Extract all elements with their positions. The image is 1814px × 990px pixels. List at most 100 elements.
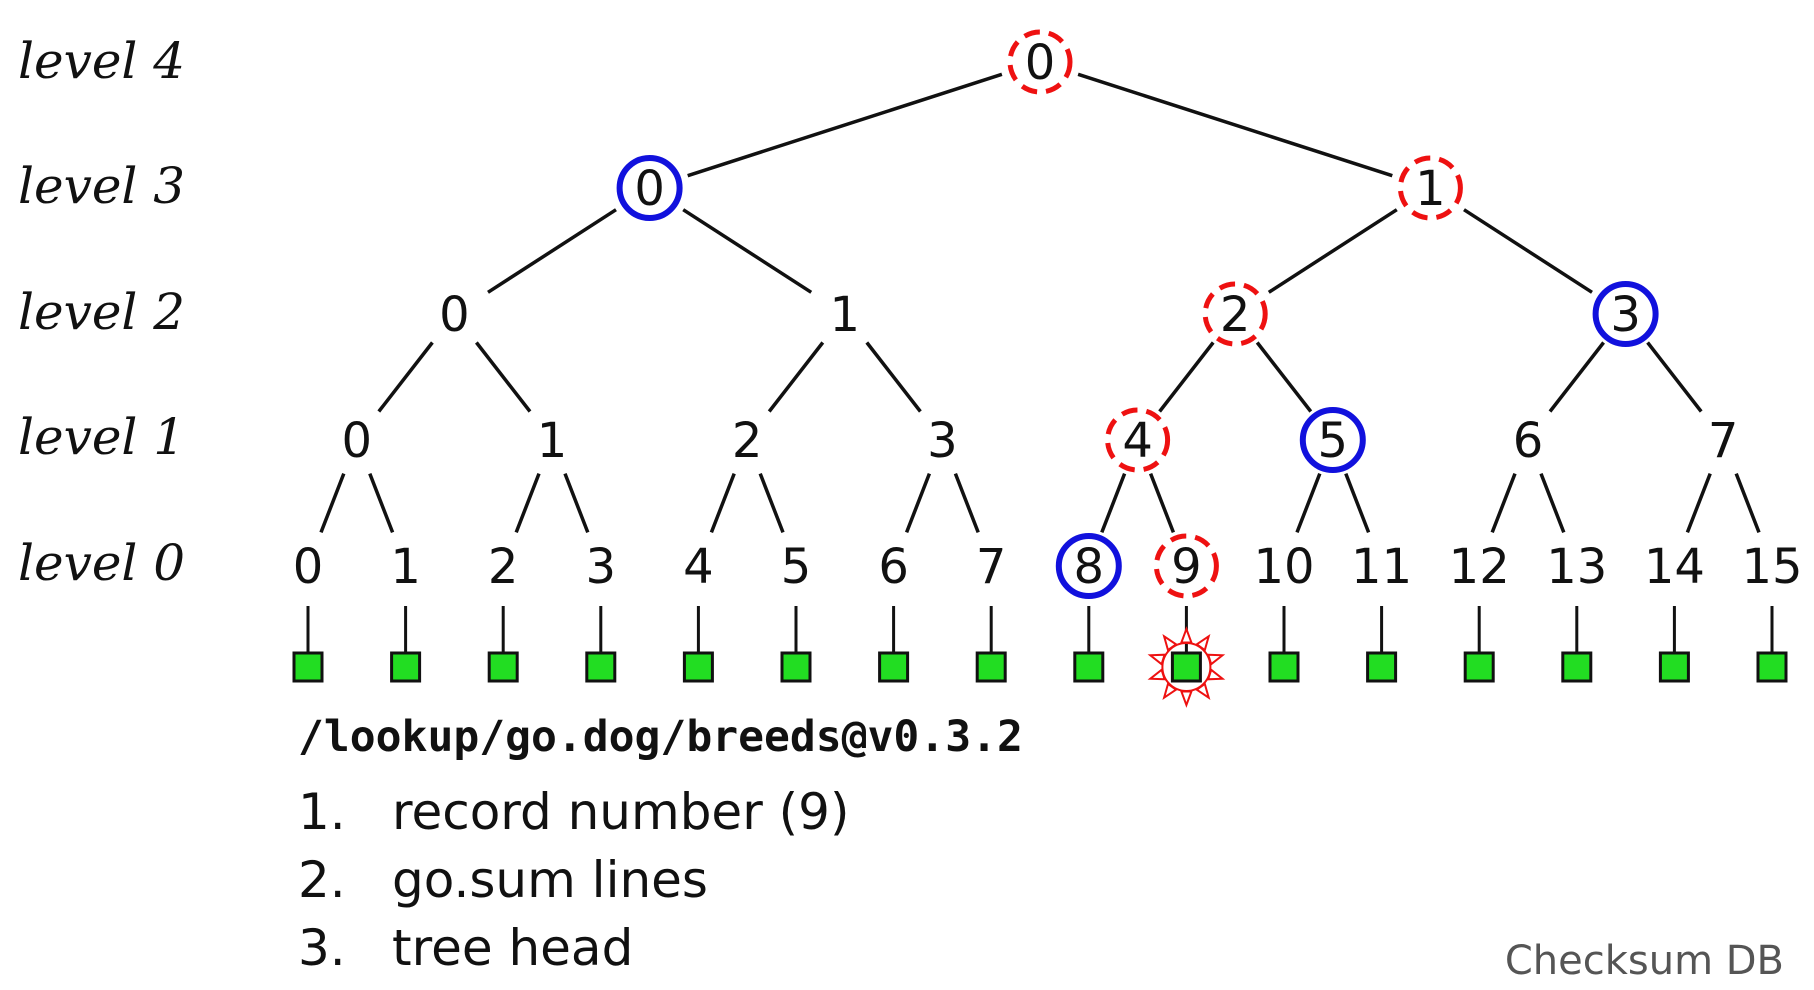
starburst-spike	[1162, 682, 1178, 701]
tree-node-0-1: 1	[390, 539, 421, 595]
tree-node-2-2: 2	[1220, 287, 1251, 343]
tree-edge	[904, 472, 932, 534]
starburst-spike	[1147, 668, 1166, 681]
record-leaf-10	[1268, 651, 1300, 683]
tree-edge	[377, 341, 434, 413]
tree-edge	[563, 472, 590, 534]
starburst-spike	[1179, 690, 1193, 708]
tree-node-0-6: 6	[878, 539, 909, 595]
level-label-1: level 1	[18, 408, 185, 466]
lookup-query: /lookup/go.dog/breeds@v0.3.2	[298, 712, 1023, 762]
proof-hash-ring-1-5	[1299, 407, 1366, 473]
starburst-spike	[1179, 626, 1193, 644]
tree-edge	[1100, 472, 1127, 534]
tree-edge	[487, 208, 617, 294]
level-label-2: level 2	[18, 283, 185, 341]
tree-edge	[514, 472, 541, 534]
record-leaf-3	[585, 651, 617, 683]
tree-edge	[687, 72, 1003, 178]
tree-node-3-1: 1	[1415, 161, 1446, 217]
tree-node-0-3: 3	[586, 539, 617, 595]
record-leaves	[292, 651, 1788, 683]
starburst-spike	[1162, 633, 1178, 652]
tree-node-0-2: 2	[488, 539, 519, 595]
proof-hash-ring-2-3	[1592, 281, 1659, 347]
record-stems	[306, 606, 1774, 653]
step-number: 1.	[298, 783, 346, 841]
proof-path-ring-2-2	[1202, 281, 1268, 347]
proof-path-ring-0-9	[1153, 533, 1219, 599]
tree-edge	[1734, 472, 1761, 534]
proof-hash-ring-3-0	[616, 155, 683, 221]
tree-edge	[682, 208, 813, 294]
tree-edge	[953, 472, 980, 534]
highlight-rings	[616, 29, 1659, 599]
tree-edge	[1295, 472, 1322, 534]
tree-edge	[1548, 341, 1605, 413]
starburst-spike	[1195, 682, 1211, 701]
tree-edge	[758, 472, 785, 534]
tree-edge	[1463, 208, 1593, 294]
tree-node-0-11: 11	[1351, 539, 1412, 595]
level-label-3: level 3	[18, 157, 185, 215]
starburst-spike	[1206, 653, 1226, 666]
tree-node-0-9: 9	[1171, 539, 1202, 595]
tree-node-1-4: 4	[1122, 413, 1153, 469]
tree-edge	[1255, 341, 1313, 413]
tree-node-3-0: 0	[634, 161, 665, 217]
record-leaf-8	[1073, 651, 1105, 683]
tree-edge	[1344, 472, 1371, 534]
tree-node-0-5: 5	[781, 539, 812, 595]
tree-edge	[368, 472, 395, 534]
tree-edge	[1490, 472, 1517, 534]
tree-node-0-15: 15	[1741, 539, 1802, 595]
tree-node-0-4: 4	[683, 539, 714, 595]
footer-caption: Checksum DB	[1504, 938, 1784, 984]
record-leaf-5	[780, 651, 812, 683]
tree-edge	[475, 341, 532, 413]
tree-edge	[1685, 472, 1712, 534]
tree-edge	[1539, 472, 1566, 534]
record-leaf-13	[1561, 651, 1593, 683]
step-text: record number (9)	[392, 783, 850, 841]
step-item: 1. record number (9)	[298, 778, 849, 846]
record-leaf-11	[1366, 651, 1398, 683]
tree-node-0-8: 8	[1074, 539, 1105, 595]
starburst-spike	[1147, 653, 1166, 666]
step-item: 2.go.sum lines	[298, 846, 849, 914]
step-text: tree head	[392, 919, 634, 977]
target-record-starburst	[1147, 626, 1226, 708]
tree-node-0-12: 12	[1449, 539, 1510, 595]
level-labels: level 4 level 3 level 2 level 1 level 0	[18, 32, 185, 592]
proof-path-ring-4-0	[1007, 29, 1073, 95]
record-leaf-15	[1756, 651, 1788, 683]
proof-path-ring-1-4	[1105, 407, 1171, 473]
record-leaf-12	[1463, 651, 1495, 683]
tree-edge	[709, 472, 736, 534]
tree-node-1-1: 1	[537, 413, 568, 469]
steps-list: 1. record number (9) 2.go.sum lines 3. tre…	[298, 778, 849, 982]
record-leaf-14	[1658, 651, 1690, 683]
tree-edges	[319, 72, 1761, 534]
tree-node-1-0: 0	[342, 413, 373, 469]
proof-path-ring-3-1	[1397, 155, 1463, 221]
tree-edge	[1077, 72, 1393, 178]
record-leaf-9	[1170, 651, 1202, 683]
tree-node-1-5: 5	[1318, 413, 1349, 469]
tree-node-1-3: 3	[927, 413, 958, 469]
step-number: 3.	[298, 919, 346, 977]
step-item: 3. tree head	[298, 914, 849, 982]
level-label-0: level 0	[18, 534, 185, 592]
tree-node-4-0: 0	[1025, 35, 1056, 91]
tree-node-2-0: 0	[439, 287, 470, 343]
tree-node-1-6: 6	[1513, 413, 1544, 469]
tree-edge	[1158, 341, 1215, 413]
starburst-spike	[1206, 668, 1226, 681]
tree-node-2-3: 3	[1610, 287, 1641, 343]
tree-edge	[1148, 472, 1176, 534]
tree-edge	[865, 341, 922, 413]
tree-edge	[1646, 341, 1703, 413]
tree-edge	[319, 472, 346, 534]
